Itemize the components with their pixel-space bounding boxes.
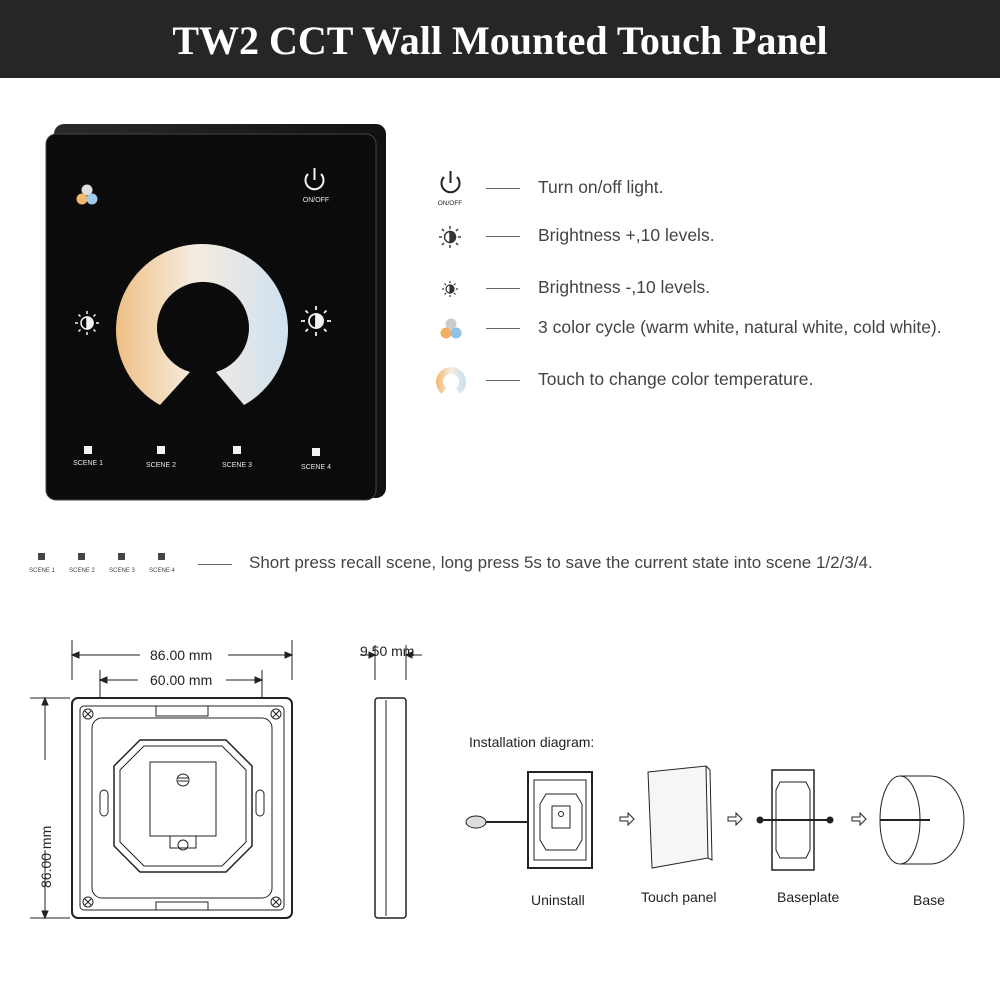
legend-brightness-down-text: Brightness -,10 levels. bbox=[538, 277, 711, 297]
legend-color-ring-text: Touch to change color temperature. bbox=[538, 369, 814, 389]
dimension-drawing bbox=[30, 640, 422, 920]
step-uninstall-label: Uninstall bbox=[531, 892, 585, 908]
scene-2-button[interactable] bbox=[157, 446, 165, 454]
dimension-inner-width: 60.00 mm bbox=[150, 672, 213, 688]
legend-power-text: Turn on/off light. bbox=[538, 177, 664, 197]
scene-mini-label: SCENE 4 bbox=[149, 568, 175, 574]
scene-note-text: Short press recall scene, long press 5s … bbox=[249, 553, 873, 572]
brightness-down-icon bbox=[442, 281, 458, 297]
scene-note-dash bbox=[198, 564, 232, 565]
scene-1-label: SCENE 1 bbox=[73, 460, 103, 467]
scene-1-button[interactable] bbox=[84, 446, 92, 454]
dimension-height-text: 86.00 mm bbox=[38, 825, 54, 888]
legend-dash bbox=[486, 288, 520, 289]
color-temperature-ring[interactable] bbox=[115, 243, 288, 405]
legend-onoff-label: ON/OFF bbox=[437, 200, 463, 207]
legend-dash bbox=[486, 328, 520, 329]
scene-3-label: SCENE 3 bbox=[222, 462, 252, 469]
step-baseplate-label: Baseplate bbox=[777, 889, 840, 905]
scene-4-button[interactable] bbox=[312, 448, 320, 456]
brightness-up-icon bbox=[439, 226, 461, 248]
scene-mini-icon bbox=[158, 553, 165, 560]
dimension-outer-width: 86.00 mm bbox=[150, 647, 213, 663]
touch-panel-image bbox=[45, 124, 386, 501]
brightness-down-button-icon[interactable] bbox=[75, 311, 99, 335]
legend-dash bbox=[486, 188, 520, 189]
step-base-label: Base bbox=[913, 892, 945, 908]
title-bar bbox=[0, 0, 1000, 78]
legend-icons bbox=[436, 171, 466, 394]
color-cycle-icon bbox=[440, 318, 462, 339]
dimension-height: 86.00 mm bbox=[8, 708, 54, 888]
brightness-up-button-icon[interactable] bbox=[301, 306, 331, 336]
installation-steps-drawing bbox=[465, 765, 965, 871]
scene-3-button[interactable] bbox=[233, 446, 241, 454]
page-title: TW2 CCT Wall Mounted Touch Panel bbox=[172, 18, 828, 63]
scene-4-label: SCENE 4 bbox=[301, 464, 331, 471]
scene-2-label: SCENE 2 bbox=[146, 462, 176, 469]
power-icon bbox=[440, 171, 461, 194]
step-touch-panel-label: Touch panel bbox=[641, 889, 717, 905]
power-button-icon[interactable] bbox=[304, 168, 325, 191]
installation-title: Installation diagram: bbox=[469, 734, 595, 750]
scene-mini-label: SCENE 3 bbox=[109, 568, 135, 574]
scene-mini-icon bbox=[78, 553, 85, 560]
scene-mini-label: SCENE 2 bbox=[69, 568, 95, 574]
onoff-label: ON/OFF bbox=[302, 197, 330, 204]
color-cycle-button-icon[interactable] bbox=[76, 184, 98, 205]
legend-dash bbox=[486, 236, 520, 237]
dimension-depth: 9.50 mm bbox=[360, 643, 415, 659]
legend-color-cycle-text: 3 color cycle (warm white, natural white… bbox=[538, 317, 942, 337]
color-ring-icon bbox=[436, 367, 466, 394]
scene-mini-icon bbox=[118, 553, 125, 560]
scene-mini-label: SCENE 1 bbox=[29, 568, 55, 574]
scene-mini-icon bbox=[38, 553, 45, 560]
legend-brightness-up-text: Brightness +,10 levels. bbox=[538, 225, 715, 245]
legend-dash bbox=[486, 380, 520, 381]
